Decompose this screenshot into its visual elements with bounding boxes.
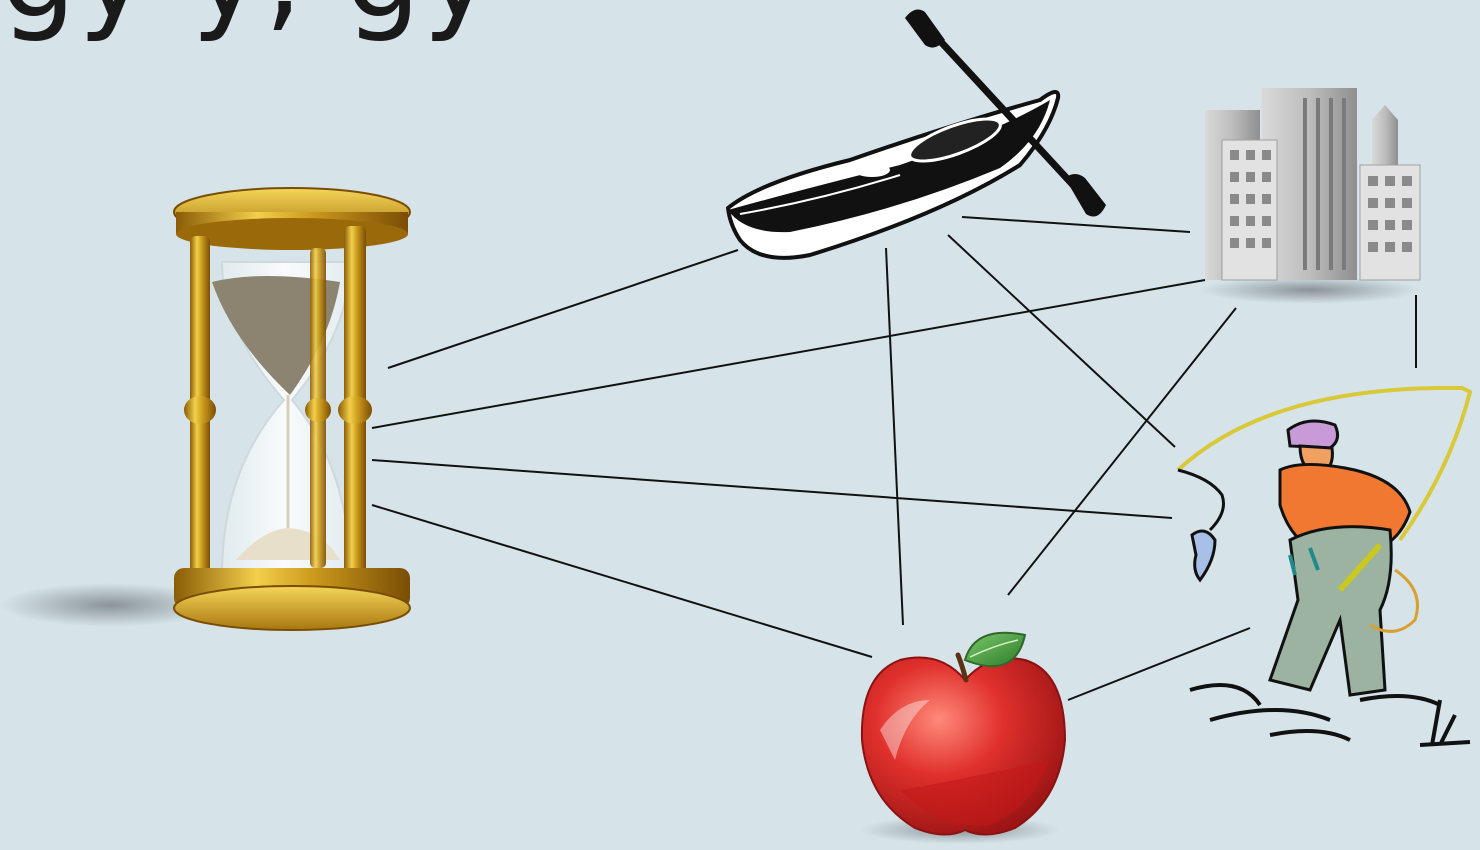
connector-hourglass-kayak	[387, 249, 739, 369]
hourglass-icon	[0, 187, 411, 631]
connector-lines	[371, 216, 1417, 701]
connector-kayak-apple	[885, 247, 904, 626]
connector-kayak-fisherman	[947, 234, 1176, 448]
connector-apple-fisherman	[1067, 627, 1251, 701]
connector-kayak-buildings	[961, 216, 1191, 233]
apple-icon	[860, 631, 1067, 844]
connector-buildings-apple	[1007, 307, 1237, 596]
fisherman-icon	[1176, 385, 1473, 747]
connector-hourglass-fisherman	[371, 459, 1173, 519]
connector-hourglass-buildings	[371, 279, 1206, 429]
partial-title-text: gy y, gy	[0, 0, 496, 36]
connector-hourglass-apple	[371, 504, 873, 658]
city-buildings-icon	[1200, 88, 1421, 304]
kayak-icon	[725, 9, 1106, 260]
